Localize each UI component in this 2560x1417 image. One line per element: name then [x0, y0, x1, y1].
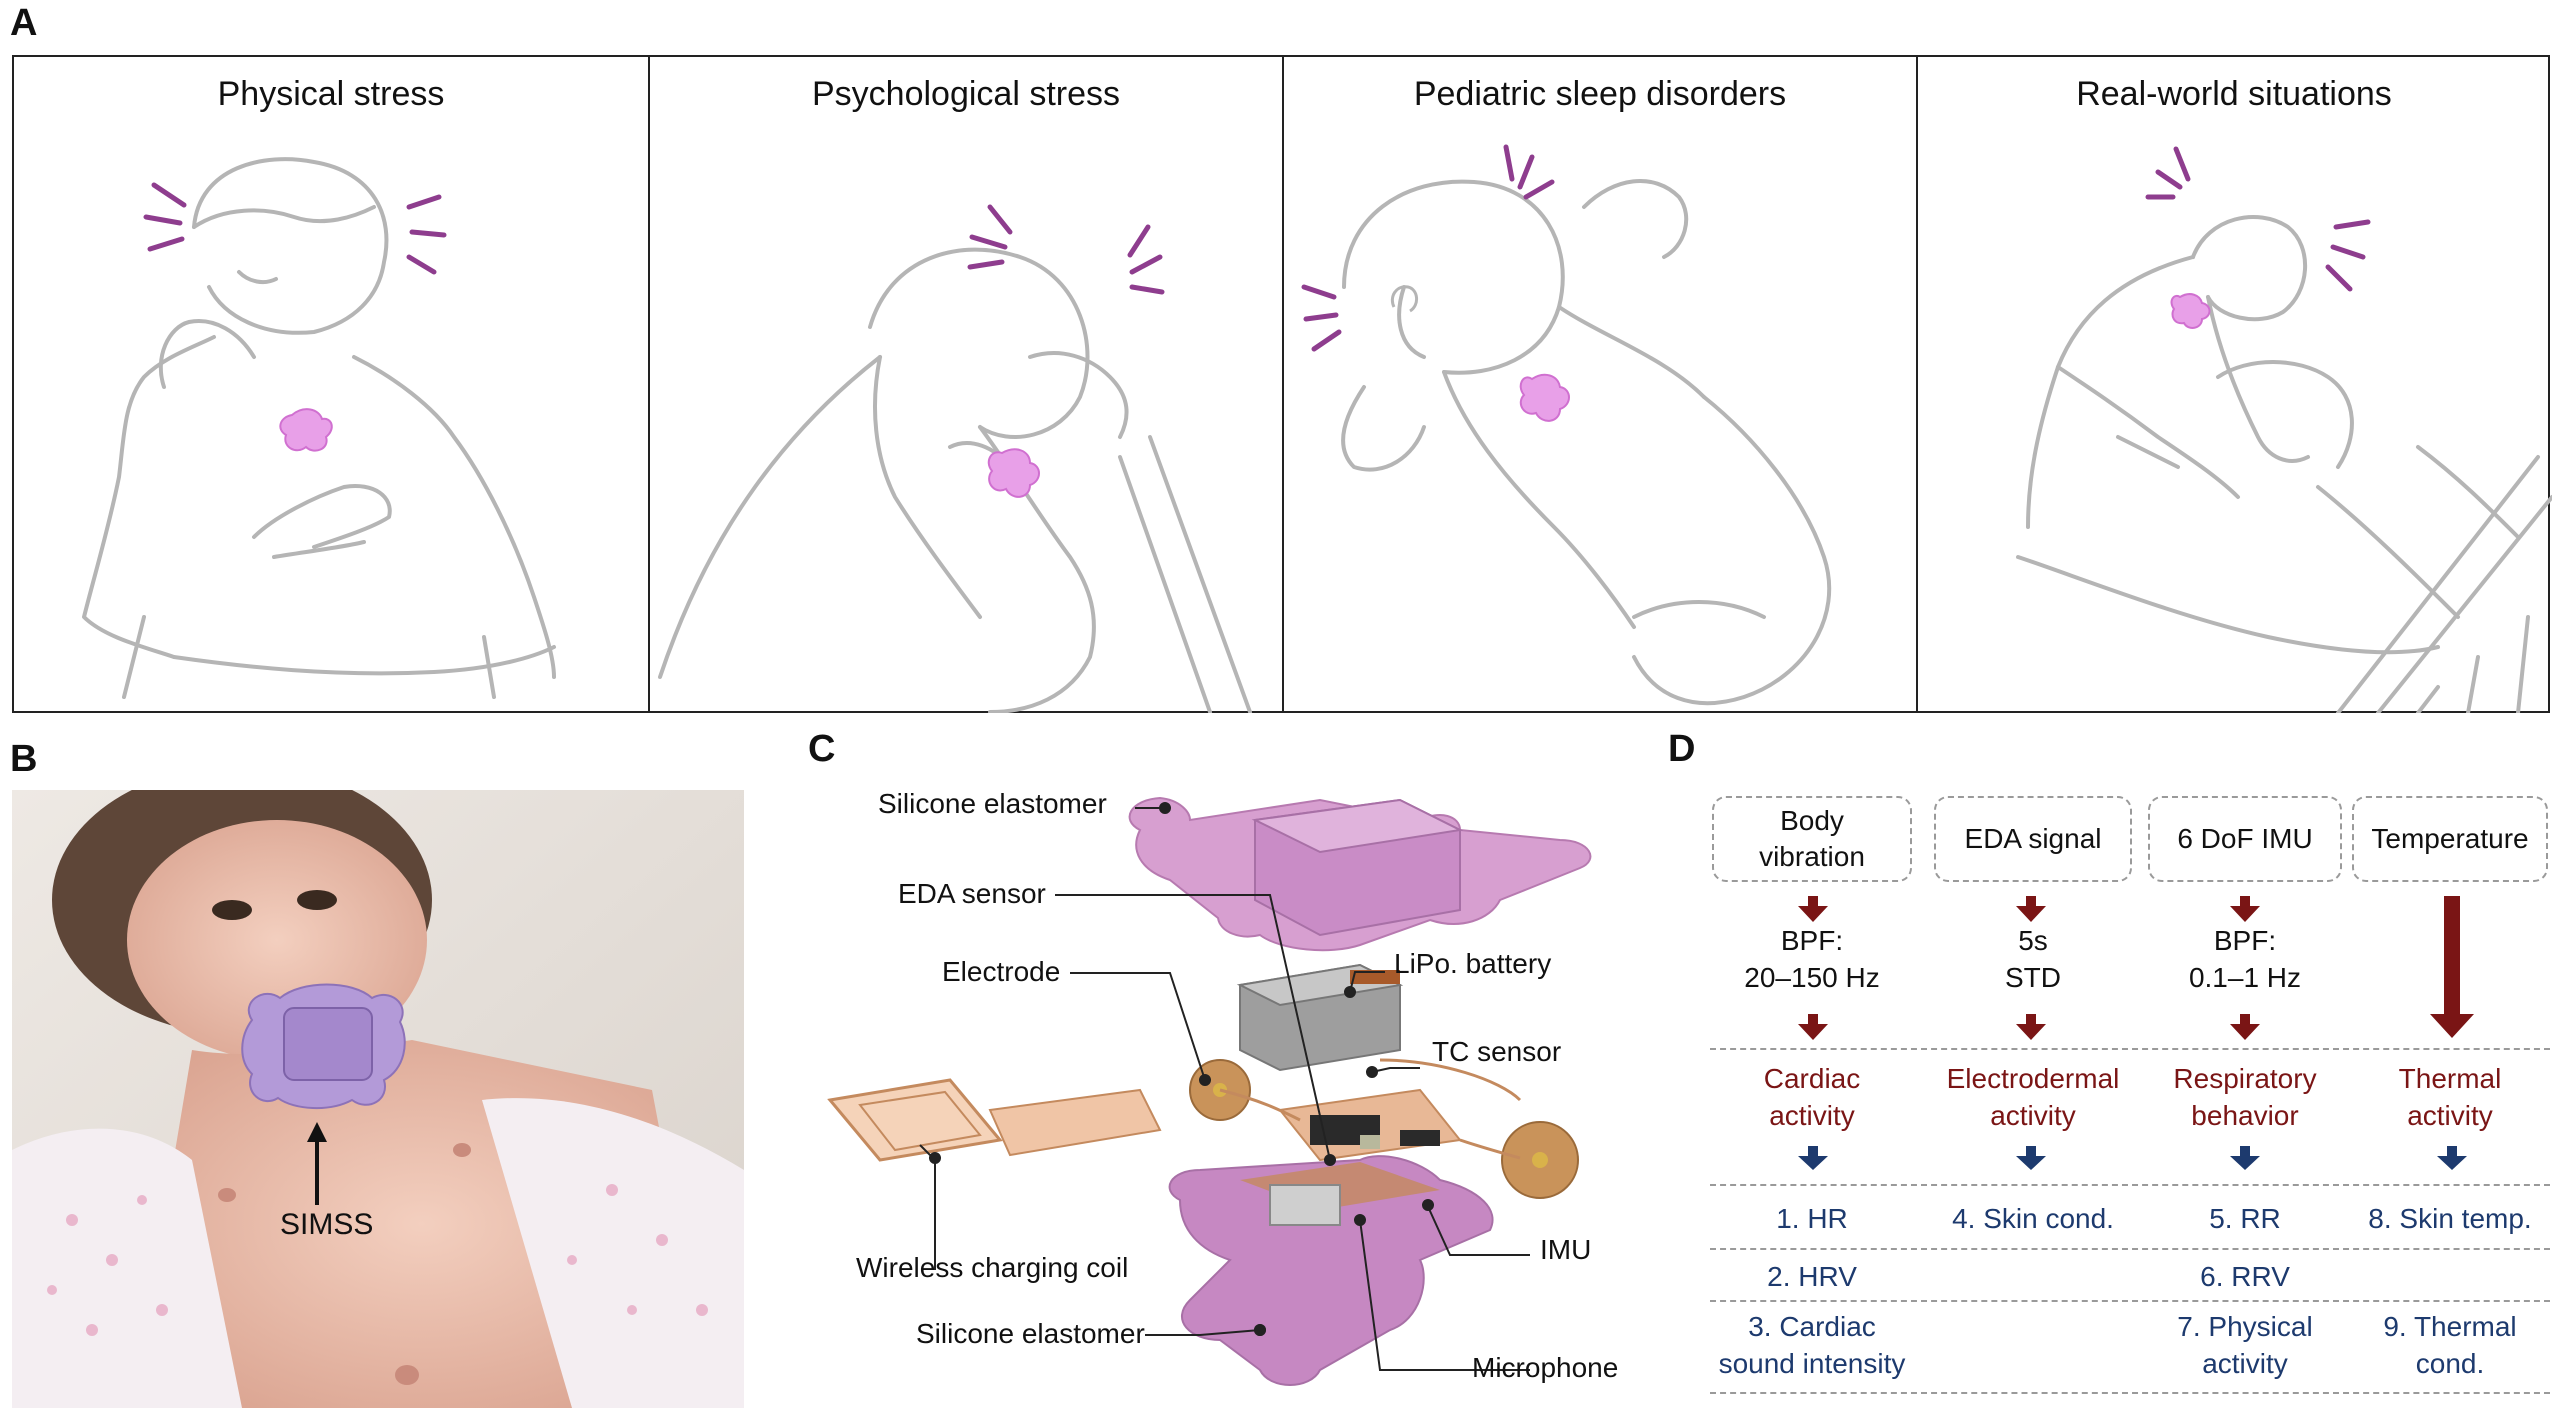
- physical-stress-illustration: [82, 157, 556, 699]
- scene-psychological-stress: Psychological stress: [648, 57, 1282, 713]
- scene-title: Real-world situations: [2076, 75, 2392, 113]
- feature-skin-temp: 8. Skin temp.: [2368, 1203, 2532, 1234]
- flex-circuit: [827, 1058, 1579, 1199]
- divider-4: [1710, 1300, 2550, 1302]
- label-silicone-top: Silicone elastomer: [878, 788, 1107, 819]
- scene-real-world: Real-world situations: [1916, 57, 2552, 713]
- label-eda-sensor: EDA sensor: [898, 878, 1046, 909]
- label-imu: IMU: [1540, 1234, 1592, 1265]
- activity-cardiac: Cardiac activity: [1763, 1063, 1861, 1131]
- scene-physical-stress: Physical stress: [14, 57, 648, 711]
- lipo-battery: [1236, 963, 1404, 1072]
- panel-c-exploded-view: Silicone elastomer EDA sensor Electrode …: [800, 760, 1660, 1415]
- scene-title: Physical stress: [217, 75, 445, 113]
- label-lipo-battery: LiPo. battery: [1394, 948, 1552, 979]
- feature-rrv: 6. RRV: [2200, 1261, 2290, 1292]
- source-6dof-imu: 6 DoF IMU: [2148, 796, 2342, 882]
- psychological-stress-illustration: [658, 204, 1252, 713]
- panel-label-a: A: [10, 2, 38, 44]
- panel-label-d: D: [1668, 728, 1696, 770]
- top-silicone-shell: [1128, 796, 1592, 952]
- panel-a-scenes: Physical stress: [12, 55, 2552, 713]
- activity-electrodermal: Electrodermal activity: [1946, 1063, 2120, 1131]
- label-wireless-coil: Wireless charging coil: [856, 1252, 1129, 1283]
- source-body-vibration: Body vibration: [1712, 796, 1912, 882]
- scene-title: Psychological stress: [811, 75, 1120, 113]
- feature-skin-cond: 4. Skin cond.: [1952, 1203, 2114, 1234]
- source-eda-signal: EDA signal: [1934, 796, 2132, 882]
- divider-2: [1710, 1184, 2550, 1186]
- flow-arrows: [1798, 896, 2474, 1170]
- process-bpf-cardiac: BPF: 20–150 Hz: [1744, 925, 1880, 993]
- simss-device-photo: [241, 983, 406, 1109]
- divider-5: [1710, 1392, 2550, 1394]
- feature-rr: 5. RR: [2209, 1203, 2281, 1234]
- feature-thermal-cond: 9. Thermal cond.: [2383, 1311, 2517, 1379]
- bottom-silicone-shell: [1168, 1155, 1494, 1386]
- label-electrode: Electrode: [942, 956, 1061, 987]
- feature-hr: 1. HR: [1776, 1203, 1848, 1234]
- scene-title: Pediatric sleep disorders: [1413, 75, 1787, 113]
- activity-thermal: Thermal activity: [2398, 1063, 2502, 1131]
- process-bpf-resp: BPF: 0.1–1 Hz: [2188, 925, 2302, 993]
- feature-physical-activity: 7. Physical activity: [2177, 1311, 2313, 1379]
- process-std: 5s STD: [2005, 925, 2061, 993]
- feature-cardiac-sound: 3. Cardiac sound intensity: [1718, 1311, 1906, 1379]
- label-silicone-bottom: Silicone elastomer: [916, 1318, 1145, 1349]
- source-temperature: Temperature: [2352, 796, 2548, 882]
- infant-photo: [12, 790, 744, 1408]
- feature-hrv: 2. HRV: [1767, 1261, 1857, 1292]
- panel-label-b: B: [10, 738, 38, 780]
- panel-d-flowchart: Body vibration EDA signal 6 DoF IMU Temp…: [1700, 760, 2550, 1410]
- pediatric-sleep-illustration: [1301, 144, 1832, 706]
- simss-label: SIMSS: [280, 1208, 374, 1241]
- panel-label-c: C: [808, 728, 836, 770]
- divider-3: [1710, 1248, 2550, 1250]
- exploded-device-drawing: [827, 796, 1592, 1386]
- real-world-illustration: [2016, 146, 2552, 713]
- panel-b-photo: SIMSS: [12, 790, 744, 1408]
- label-tc-sensor: TC sensor: [1432, 1036, 1562, 1067]
- scene-pediatric-sleep: Pediatric sleep disorders: [1282, 57, 1916, 711]
- activity-respiratory: Respiratory behavior: [2173, 1063, 2317, 1131]
- divider-1: [1710, 1048, 2550, 1050]
- label-microphone: Microphone: [1472, 1352, 1619, 1383]
